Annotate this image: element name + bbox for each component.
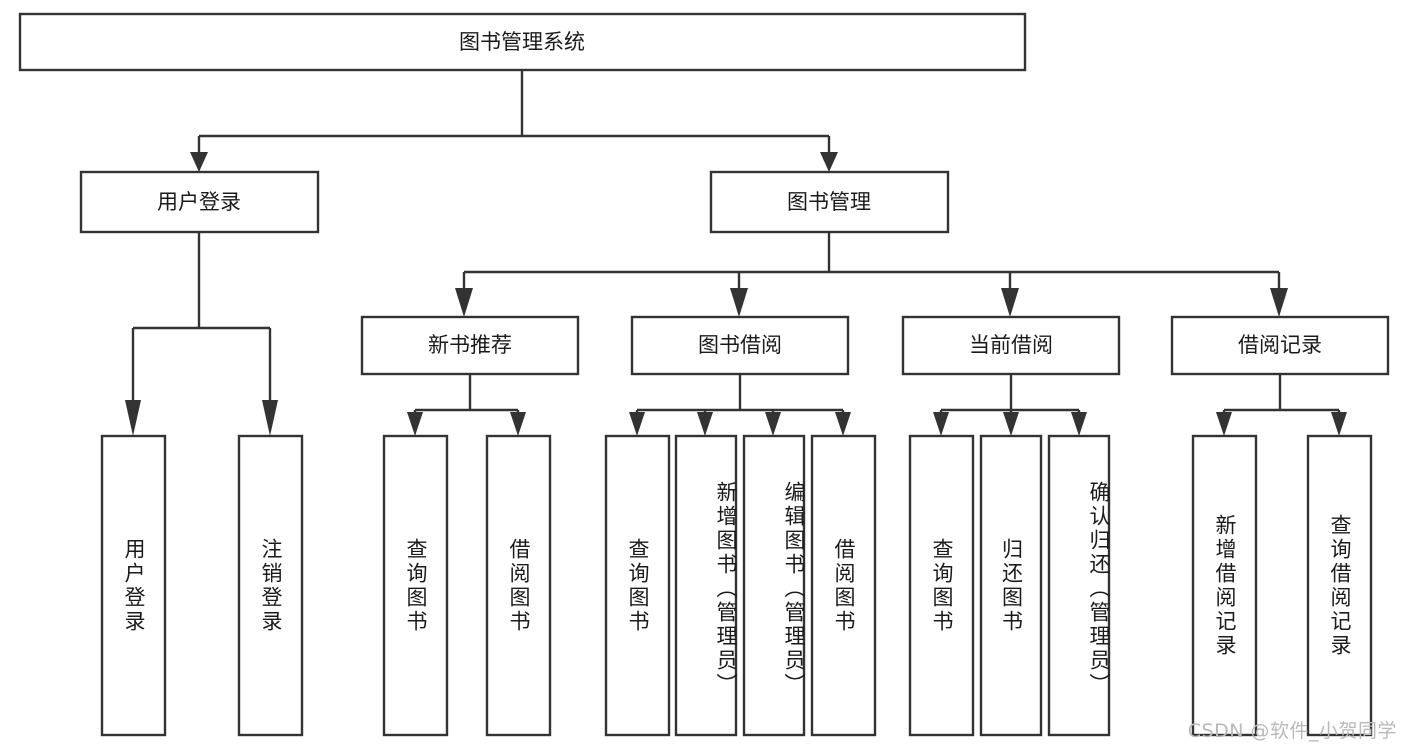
node-new-book-label: 新书推荐: [428, 333, 512, 357]
arrow-to-currentborrow: [1001, 288, 1019, 317]
leaf-box-new-book-1[interactable]: [382, 434, 449, 737]
arrow-to-bookborrow: [730, 288, 748, 317]
node-book-manage[interactable]: 图书管理: [709, 170, 950, 234]
connector-layer: [125, 70, 1347, 436]
arrow-borrowrecord-leaf1: [1216, 412, 1232, 436]
watermark-text: CSDN @软件_小贺同学: [1187, 720, 1397, 742]
arrow-currentborrow-leaf3: [1071, 412, 1087, 436]
arrow-newbook-leaf1: [407, 412, 423, 436]
node-new-book[interactable]: 新书推荐: [360, 315, 580, 376]
arrow-root-to-user-login: [190, 152, 208, 172]
node-book-borrow[interactable]: 图书借阅: [630, 315, 850, 376]
arrow-bookborrow-leaf2: [697, 412, 713, 436]
leaf-box-user-login-2[interactable]: [237, 434, 304, 737]
node-book-borrow-box[interactable]: [630, 315, 850, 376]
arrow-to-borrowrecord: [1270, 288, 1288, 317]
leaf-box-book-borrow-4[interactable]: [810, 434, 877, 737]
leaf-box-book-borrow-1[interactable]: [604, 434, 671, 737]
leaf-box-borrow-record-1[interactable]: [1191, 434, 1258, 737]
node-user-login-label: 用户登录: [157, 190, 241, 214]
node-root[interactable]: 图书管理系统: [18, 12, 1027, 72]
leaf-box-current-borrow-1[interactable]: [908, 434, 975, 737]
leaf-box-new-book-2[interactable]: [485, 434, 552, 737]
arrow-currentborrow-leaf2: [1003, 412, 1019, 436]
arrow-root-to-book-manage: [820, 152, 838, 172]
node-root-box[interactable]: [18, 12, 1027, 72]
leaf-box-book-borrow-3[interactable]: [742, 434, 806, 737]
leaf-box-borrow-record-2[interactable]: [1306, 434, 1373, 737]
node-current-borrow[interactable]: 当前借阅: [901, 315, 1121, 376]
arrow-userlogin-leaf2: [262, 400, 278, 436]
node-borrow-record-box[interactable]: [1170, 315, 1390, 376]
node-book-manage-box[interactable]: [709, 170, 950, 234]
node-user-login[interactable]: 用户登录: [79, 170, 320, 234]
node-borrow-record[interactable]: 借阅记录: [1170, 315, 1390, 376]
leaf-box-user-login-1[interactable]: [100, 434, 167, 737]
arrow-bookborrow-leaf3: [765, 412, 781, 436]
leaf-box-current-borrow-3[interactable]: [1047, 434, 1111, 737]
arrow-to-newbook: [455, 288, 473, 317]
arrow-newbook-leaf2: [510, 412, 526, 436]
node-root-label: 图书管理系统: [459, 30, 585, 54]
node-borrow-record-label: 借阅记录: [1238, 333, 1322, 357]
arrow-userlogin-leaf1: [125, 400, 141, 436]
node-current-borrow-label: 当前借阅: [969, 333, 1053, 357]
arrow-borrowrecord-leaf2: [1331, 412, 1347, 436]
leaf-box-book-borrow-2[interactable]: [674, 434, 738, 737]
node-book-manage-label: 图书管理: [787, 190, 871, 214]
leaf-box-current-borrow-2[interactable]: [979, 434, 1043, 737]
node-user-login-box[interactable]: [79, 170, 320, 234]
arrow-currentborrow-leaf1: [933, 412, 949, 436]
node-book-borrow-label: 图书借阅: [698, 333, 782, 357]
arrow-bookborrow-leaf4: [835, 412, 851, 436]
node-new-book-box[interactable]: [360, 315, 580, 376]
arrow-bookborrow-leaf1: [629, 412, 645, 436]
node-current-borrow-box[interactable]: [901, 315, 1121, 376]
